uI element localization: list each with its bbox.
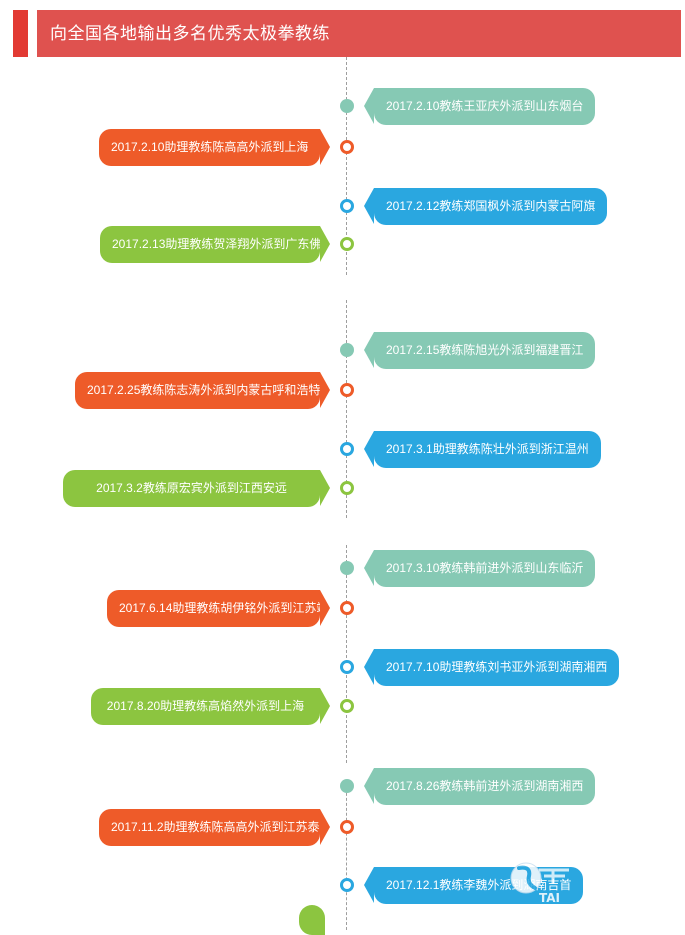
timeline-dot: [340, 237, 354, 251]
timeline-dot: [340, 820, 354, 834]
timeline-entry: 2017.6.14助理教练胡伊铭外派到江苏靖江: [107, 590, 340, 627]
timeline-line-2: [346, 300, 347, 518]
timeline-entry: 2017.3.10教练韩前进外派到山东临沂: [363, 550, 596, 587]
timeline-dot: [340, 343, 354, 357]
timeline-entry: 2017.8.26教练韩前进外派到湖南湘西: [363, 768, 596, 805]
timeline-entry: 2017.3.2教练原宏宾外派到江西安远: [63, 470, 330, 507]
timeline-entry: 2017.2.10助理教练陈高高外派到上海: [99, 129, 330, 166]
timeline-dot: [340, 561, 354, 575]
timeline-line-3: [346, 545, 347, 763]
timeline-line-1: [346, 57, 347, 275]
timeline-entry: 2017.8.20助理教练高焰然外派到上海: [91, 688, 330, 725]
timeline-dot: [340, 878, 354, 892]
leaf-icon: [299, 905, 325, 935]
timeline-entry: 2017.2.25教练陈志涛外派到内蒙古呼和浩特: [75, 372, 330, 409]
timeline-dot: [340, 199, 354, 213]
timeline-dot: [340, 383, 354, 397]
timeline-dot: [340, 140, 354, 154]
page-title: 向全国各地输出多名优秀太极拳教练: [50, 24, 330, 43]
timeline-dot: [340, 699, 354, 713]
timeline-dot: [340, 99, 354, 113]
timeline-dot: [340, 442, 354, 456]
timeline-entry: 2017.2.15教练陈旭光外派到福建晋江: [363, 332, 596, 369]
watermark-logo-icon: TAI: [510, 862, 569, 905]
timeline-entry: 2017.2.12教练郑国枫外派到内蒙古阿旗: [363, 188, 608, 225]
svg-text:TAI: TAI: [539, 891, 560, 905]
timeline-entry: 2017.2.13助理教练贺泽翔外派到广东佛山: [100, 226, 333, 263]
header-accent-block: [13, 10, 28, 57]
timeline-dot: [340, 481, 354, 495]
header-bar: 向全国各地输出多名优秀太极拳教练: [37, 10, 681, 57]
timeline-entry: 2017.3.1助理教练陈壮外派到浙江温州: [364, 431, 601, 468]
timeline-entry: 2017.11.2助理教练陈高高外派到江苏泰州: [99, 809, 332, 846]
timeline-dot: [340, 660, 354, 674]
timeline-entry: 2017.7.10助理教练刘书亚外派到湖南湘西: [363, 649, 620, 686]
timeline-dot: [340, 601, 354, 615]
timeline-entry: 2017.2.10教练王亚庆外派到山东烟台: [363, 88, 596, 125]
timeline-line-4: [346, 783, 347, 930]
timeline-dot: [340, 779, 354, 793]
